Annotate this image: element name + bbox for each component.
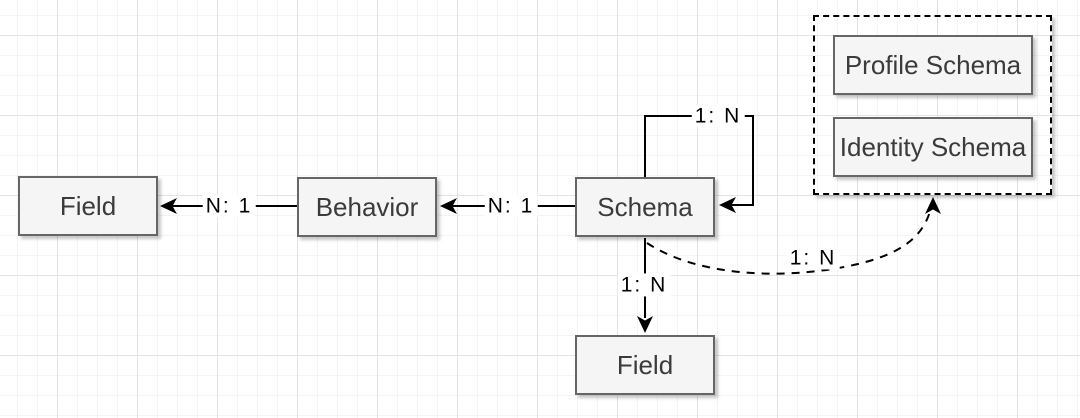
node-identity-schema-label: Identity Schema (839, 131, 1027, 162)
node-identity-schema[interactable]: Identity Schema (833, 117, 1033, 177)
arrowhead-schema-to-field (637, 316, 653, 333)
node-field-left[interactable]: Field (18, 176, 158, 236)
edge-schema-self-loop[interactable] (644, 115, 754, 206)
edge-schema-to-group[interactable] (646, 203, 933, 275)
arrowhead-schema-self-loop (719, 197, 736, 213)
node-behavior[interactable]: Behavior (297, 177, 437, 237)
node-field-left-label: Field (59, 190, 117, 221)
arrowhead-schema-to-behavior (440, 198, 457, 214)
edge-label-schema-to-group[interactable]: 1: N (786, 246, 840, 270)
edge-label-behavior-to-field[interactable]: N: 1 (202, 194, 256, 218)
node-schema-label: Schema (597, 191, 693, 222)
node-field-bottom[interactable]: Field (575, 335, 715, 395)
node-behavior-label: Behavior (315, 191, 419, 222)
edge-label-schema-to-behavior[interactable]: N: 1 (484, 194, 538, 218)
edge-label-schema-to-field[interactable]: 1: N (617, 273, 671, 297)
node-profile-schema[interactable]: Profile Schema (833, 35, 1033, 95)
node-schema[interactable]: Schema (575, 177, 715, 237)
arrowhead-behavior-to-field (160, 198, 177, 214)
arrowhead-schema-to-group (925, 197, 941, 214)
schema-group-container[interactable] (813, 15, 1052, 195)
node-profile-schema-label: Profile Schema (844, 49, 1022, 80)
edge-label-schema-self-loop[interactable]: 1: N (691, 104, 745, 128)
node-field-bottom-label: Field (616, 349, 674, 380)
